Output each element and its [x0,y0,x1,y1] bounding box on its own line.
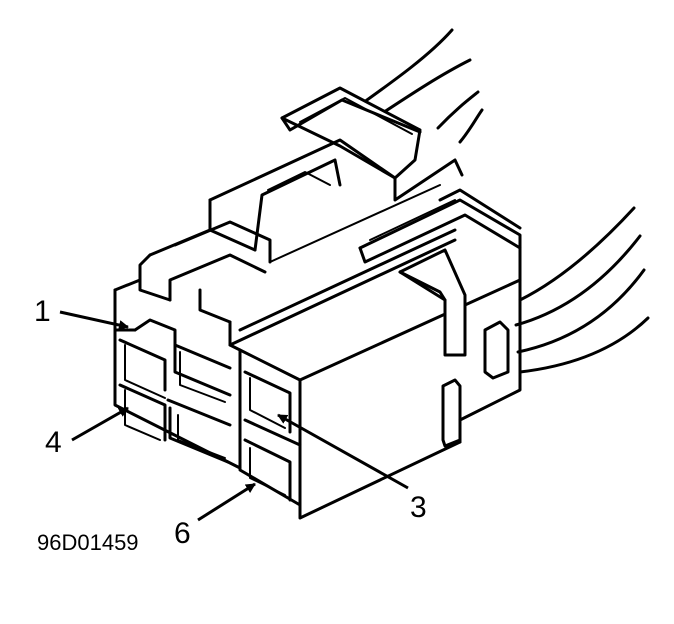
leader-pin-4 [71,406,129,442]
callout-label-4: 4 [45,426,62,459]
leader-pin-1 [59,310,129,330]
callout-leaders [59,310,409,522]
leader-pin-6 [197,482,256,522]
callout-label-3: 3 [410,491,427,524]
callout-label-6: 6 [174,517,191,550]
latch-tab [280,86,422,180]
right-cavities [243,370,302,502]
left-housing [113,138,464,347]
left-cavities [113,318,242,470]
right-housing [228,188,522,520]
figure-code: 96D01459 [37,530,139,555]
callout-label-1: 1 [34,295,51,328]
leader-pin-3 [277,413,409,490]
